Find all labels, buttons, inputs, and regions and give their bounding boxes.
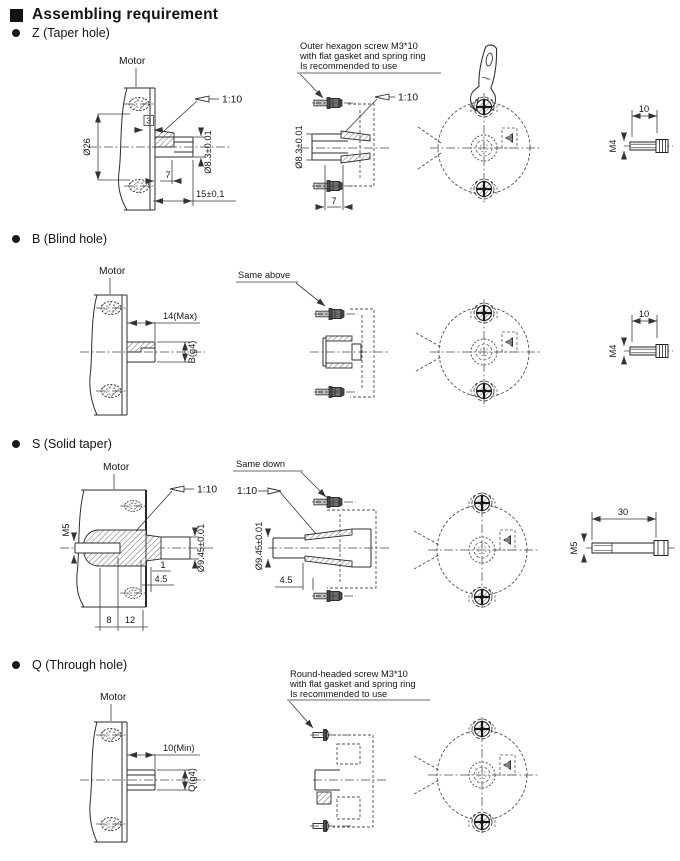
b-note: Same above: [238, 270, 290, 280]
z-dim-len: 7: [165, 170, 170, 180]
s-dim-12: 12: [125, 615, 135, 625]
page-title: Assembling requirement: [32, 6, 219, 23]
b-front-view: [415, 299, 540, 407]
s-key-detail: [499, 529, 516, 551]
section-label-s: S (Solid taper): [32, 437, 112, 451]
q-shaft-assembly-view: Round-headed screw M3*10 with flat gaske…: [287, 669, 430, 832]
drawing-row-s: Motor M5 1:10 Ø9.45±0.01: [60, 459, 677, 631]
s-dim-45: 4.5: [155, 574, 168, 584]
s-screw-boss-top: [119, 500, 147, 512]
b-screw-size: M4: [608, 345, 618, 358]
b-dim-bore: B(g4): [187, 341, 197, 364]
z-screw-length: 10: [639, 104, 649, 114]
q-note-line3: Is recommended to use: [290, 689, 387, 699]
s-dim-8: 8: [106, 615, 111, 625]
s-screw-length: 30: [618, 507, 628, 517]
z-taper-mid-label: 1:10: [398, 93, 418, 104]
drawing-row-z: Motor Ø26 3 1:10 Ø8.3±0.01: [82, 41, 674, 211]
z-taper-label: 1:10: [222, 95, 242, 106]
z-motor-section-view: Motor Ø26 3 1:10 Ø8.3±0.01: [82, 56, 242, 211]
b-side-screw-view: 10 M4: [608, 309, 674, 365]
z-front-view: [417, 42, 540, 205]
b-screw-length: 10: [639, 309, 649, 319]
section-header-z: Z (Taper hole): [12, 26, 110, 40]
z-dim-len-mid: 7: [331, 196, 336, 206]
q-note-line1: Round-headed screw M3*10: [290, 669, 408, 679]
s-screw-boss-bottom: [119, 587, 147, 599]
section-label-z: Z (Taper hole): [32, 26, 110, 40]
section-header-s: S (Solid taper): [12, 437, 112, 451]
z-note-line3: Is recommended to use: [300, 61, 397, 71]
circle-bullet-icon: [12, 235, 20, 243]
section-label-q: Q (Through hole): [32, 658, 128, 672]
square-bullet-icon: [10, 8, 23, 22]
s-dim-thread: M5: [61, 524, 71, 537]
drawing-row-b: Motor 14(Max) B(g4) Same above: [80, 266, 674, 416]
z-side-screw: [623, 139, 674, 153]
q-key-detail: [499, 754, 516, 776]
section-label-b: B (Blind hole): [32, 232, 108, 246]
s-motor-section-view: Motor M5 1:10 Ø9.45±0.01: [60, 462, 217, 631]
b-shaft-assembly-view: Same above: [236, 270, 390, 398]
q-front-screw-top: [467, 717, 497, 741]
s-dim-45-mid: 4.5: [280, 575, 293, 585]
b-side-screw: [623, 344, 674, 358]
circle-bullet-icon: [12, 29, 20, 37]
z-side-screw-view: 10 M4: [608, 104, 674, 160]
q-front-screw-bottom: [467, 810, 497, 834]
z-note-line1: Outer hexagon screw M3*10: [300, 41, 418, 51]
z-dim-bore: Ø8.3±0.01: [203, 130, 213, 173]
q-motor-label: Motor: [100, 692, 127, 703]
b-dim-len: 14(Max): [163, 311, 197, 321]
s-dim-1: 1: [160, 560, 165, 570]
z-key-detail: [501, 127, 518, 149]
section-header-b: B (Blind hole): [12, 232, 107, 246]
b-motor-section-view: Motor 14(Max) B(g4): [80, 266, 205, 416]
z-motor-label: Motor: [119, 56, 146, 67]
s-front-screw-bottom: [467, 585, 497, 609]
b-front-screw-bottom: [469, 379, 499, 403]
circle-bullet-icon: [12, 661, 20, 669]
s-front-view: [413, 491, 538, 609]
s-side-screw-view: 30 M5: [569, 507, 677, 563]
s-dim-shaft: Ø9.45±0.01: [196, 524, 206, 573]
s-motor-label: Motor: [103, 462, 130, 473]
circle-bullet-icon: [12, 440, 20, 448]
s-shaft-assembly-view: Same down 1:10 Ø9.45±0.01 4.5: [233, 459, 390, 602]
z-dim-step: 3: [146, 116, 151, 126]
b-key-detail: [501, 331, 518, 353]
z-dim-total: 15±0,1: [196, 189, 224, 199]
drawing-row-q: Motor 10(Min) Q(g4) Round-headed screw M…: [80, 669, 538, 843]
b-front-screw-top: [469, 301, 499, 325]
q-dim-bore: Q(g4): [187, 768, 197, 792]
q-note-line2: with flat gasket and spring ring: [289, 679, 416, 689]
s-screw-size: M5: [569, 542, 579, 555]
q-motor-section-view: Motor 10(Min) Q(g4): [80, 692, 205, 843]
z-front-screw-bottom: [469, 177, 499, 201]
q-dim-len: 10(Min): [163, 743, 195, 753]
z-dim-bore-mid: Ø8.3±0.01: [294, 125, 304, 168]
s-taper-mid-label: 1:10: [237, 486, 257, 497]
s-dim-shaft-mid: Ø9.45±0.01: [254, 522, 264, 571]
section-header-q: Q (Through hole): [12, 658, 127, 672]
s-side-screw: [585, 540, 677, 556]
z-dim-od: Ø26: [82, 138, 92, 156]
z-screw-size: M4: [608, 140, 618, 153]
s-front-screw-top: [467, 491, 497, 515]
s-taper-label: 1:10: [197, 485, 217, 496]
b-motor-label: Motor: [99, 266, 126, 277]
s-note: Same down: [236, 459, 285, 469]
doc-header: Assembling requirement: [10, 6, 218, 24]
q-front-view: [413, 717, 538, 834]
z-shaft-assembly-view: Outer hexagon screw M3*10 with flat gask…: [294, 41, 441, 210]
z-note-line2: with flat gasket and spring ring: [299, 51, 426, 61]
